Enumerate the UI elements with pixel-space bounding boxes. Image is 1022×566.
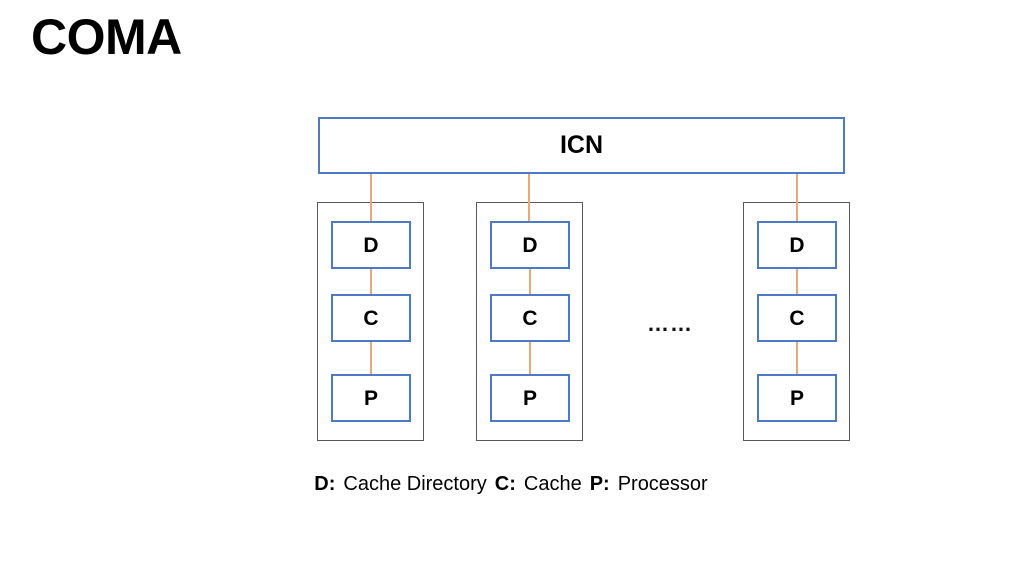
link-cache-to-processor [529,340,531,376]
unit-box-directory: D [757,221,837,269]
legend-key-c: C: [494,473,516,495]
bus-connector-node-2 [528,174,530,222]
interconnect-network-label: ICN [559,131,604,159]
unit-label-directory: D [363,233,379,257]
unit-box-processor: P [331,374,411,422]
bus-connector-node-1 [370,174,372,222]
legend-desc-c: Cache [523,473,582,495]
unit-label-directory: D [789,233,805,257]
link-cache-to-processor [796,340,798,376]
unit-box-processor: P [490,374,570,422]
unit-box-directory: D [331,221,411,269]
legend-caption: D: Cache Directory C: Cache P: Processor [0,472,1022,496]
unit-label-processor: P [363,386,378,410]
unit-label-directory: D [522,233,538,257]
ellipsis-indicator: …… [647,311,693,336]
page-title: COMA [31,9,182,65]
link-cache-to-processor [370,340,372,376]
unit-box-cache: C [490,294,570,342]
node-column-n: D C P [743,202,850,441]
unit-label-processor: P [789,386,804,410]
unit-box-processor: P [757,374,837,422]
bus-connector-node-n [796,174,798,222]
unit-label-processor: P [522,386,537,410]
unit-label-cache: C [363,306,379,330]
interconnect-network-box: ICN [318,117,845,174]
unit-box-cache: C [331,294,411,342]
legend-desc-p: Processor [617,473,708,495]
legend-key-d: D: [314,473,336,495]
link-directory-to-cache [529,267,531,296]
unit-box-cache: C [757,294,837,342]
unit-label-cache: C [789,306,805,330]
legend-desc-d: Cache Directory [343,473,487,495]
unit-box-directory: D [490,221,570,269]
legend-key-p: P: [589,473,610,495]
node-column-1: D C P [317,202,424,441]
node-column-2: D C P [476,202,583,441]
link-directory-to-cache [370,267,372,296]
link-directory-to-cache [796,267,798,296]
unit-label-cache: C [522,306,538,330]
